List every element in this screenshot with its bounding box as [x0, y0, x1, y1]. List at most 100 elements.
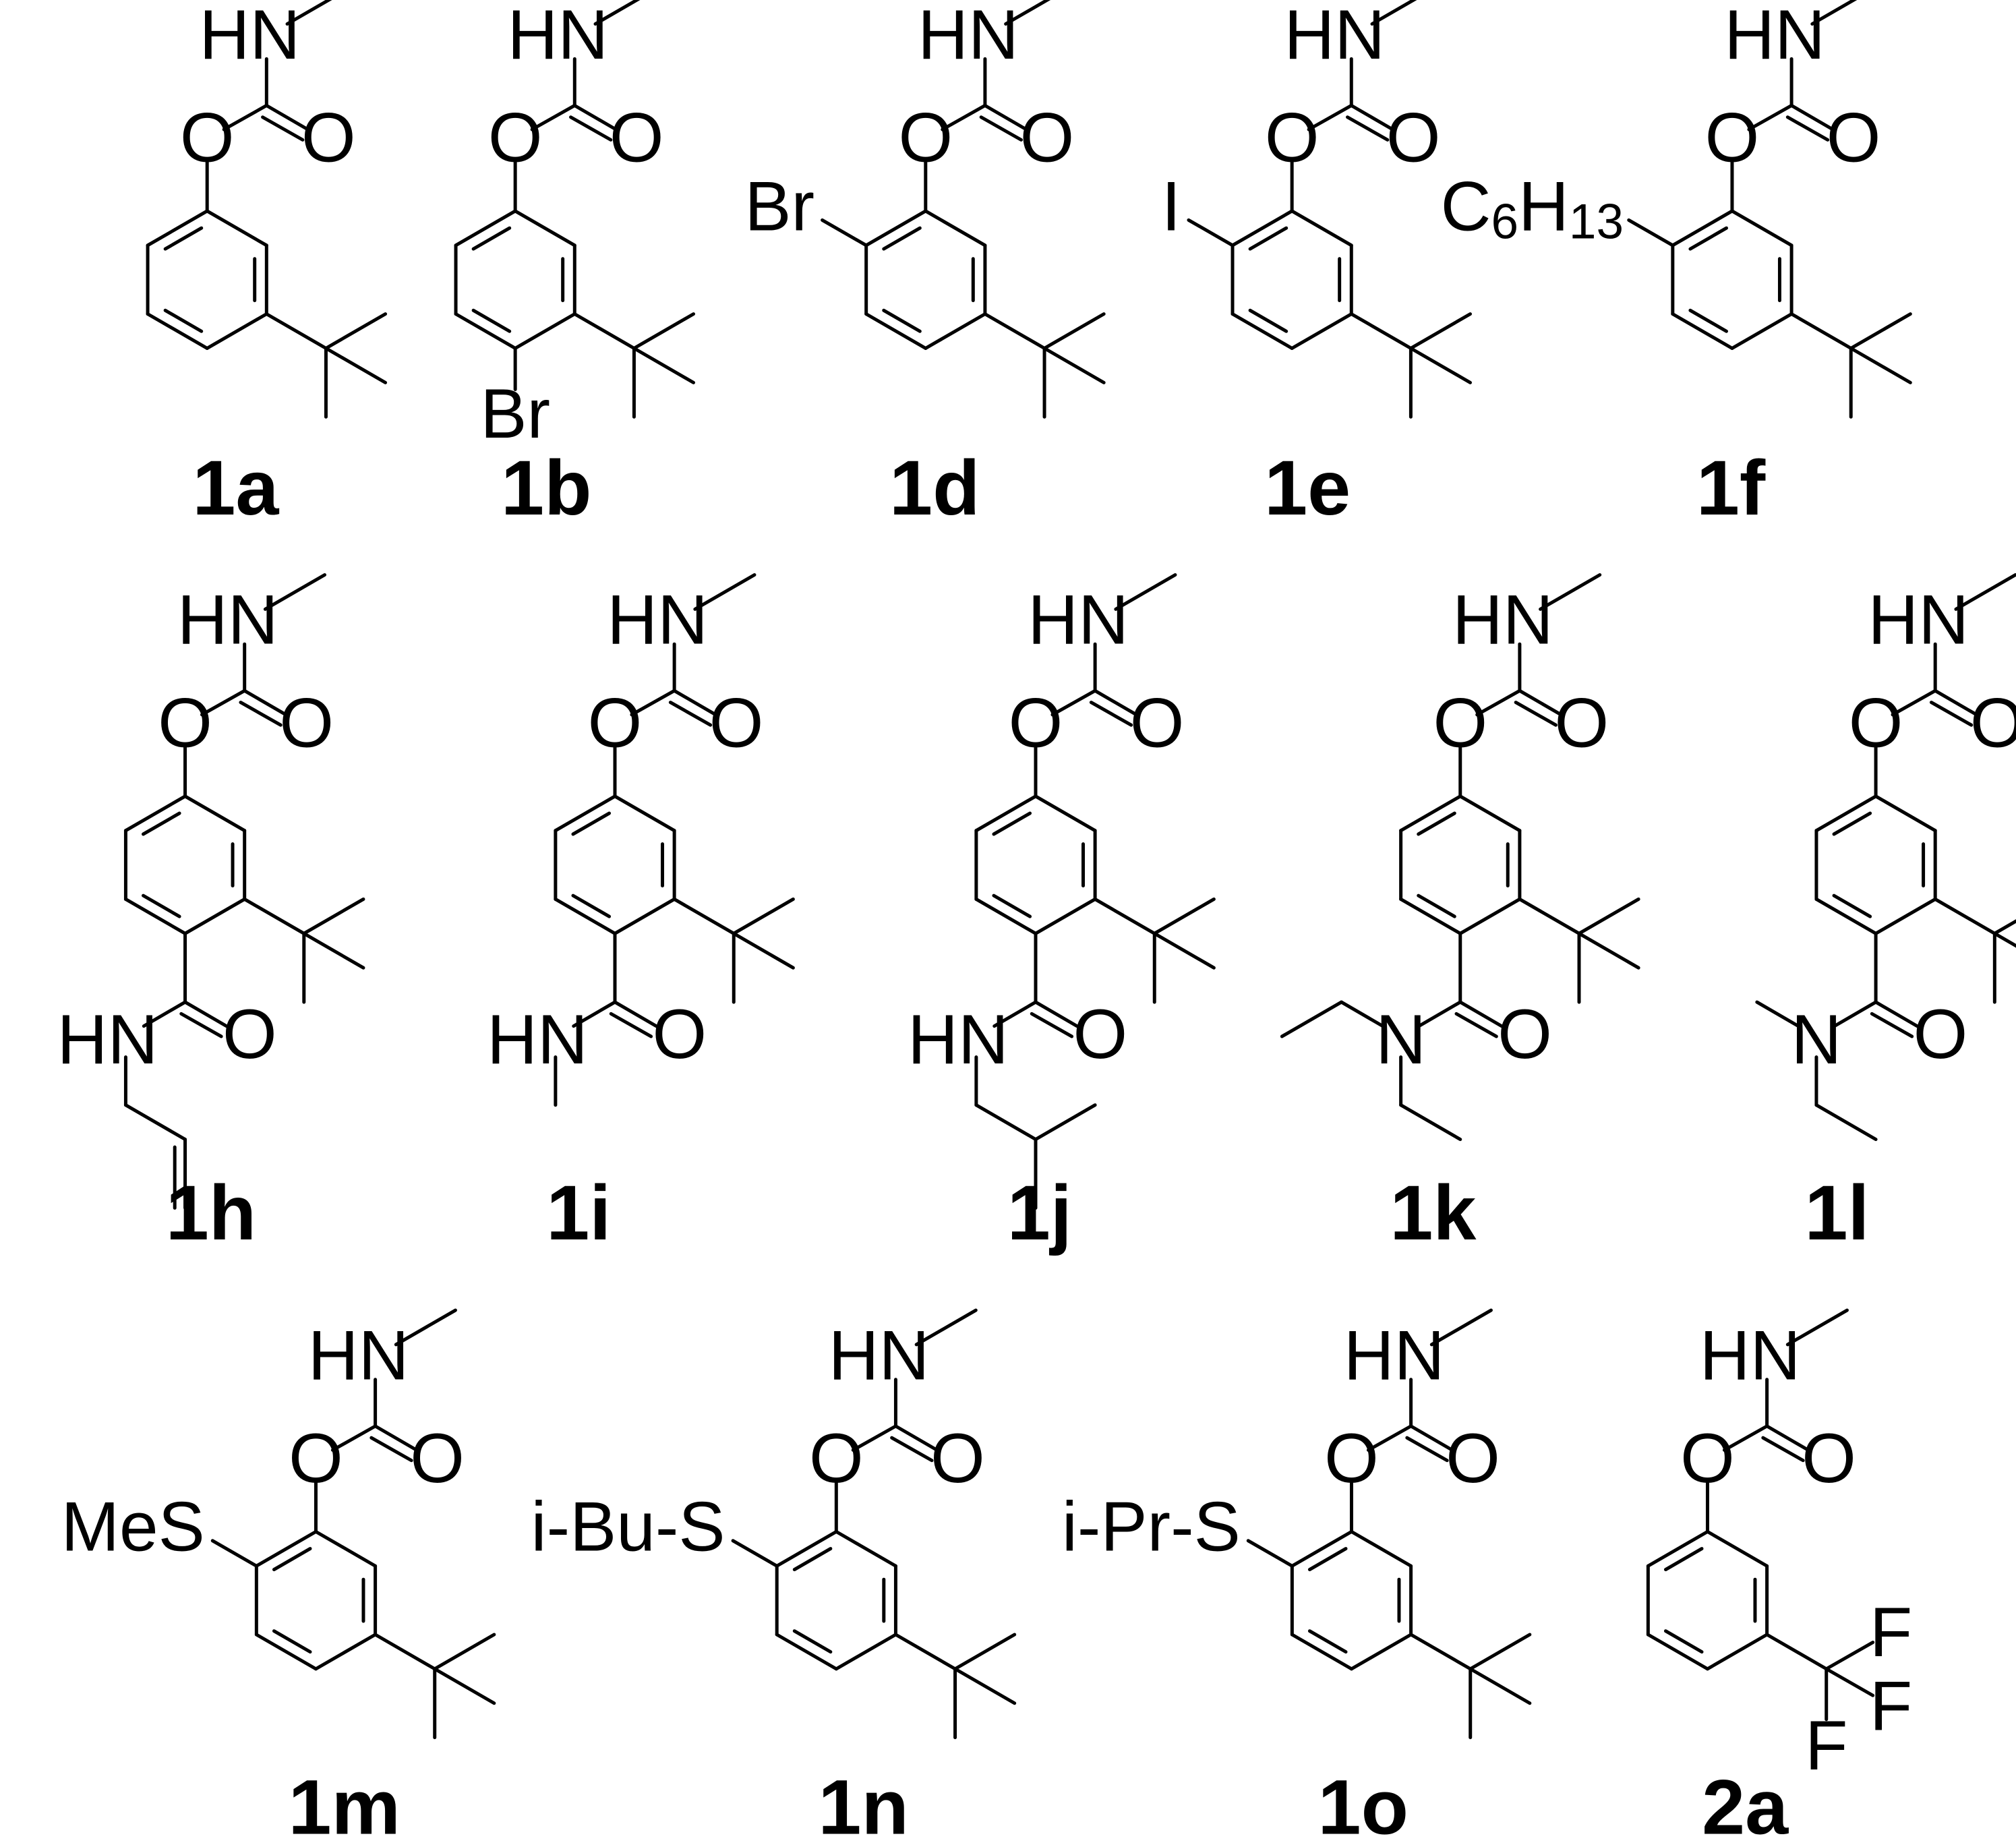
- bond-c-o: [1409, 1424, 1454, 1452]
- ring-bond: [1458, 897, 1522, 935]
- bond-c-o: [672, 688, 717, 717]
- bond-c-o-double: [1346, 115, 1390, 142]
- bond-tbu: [1789, 312, 1853, 350]
- ring-bond: [1646, 1529, 1709, 1568]
- bond-ortho: [1187, 218, 1235, 247]
- bond-tbu: [893, 1633, 957, 1671]
- ring-bond: [1034, 794, 1097, 833]
- fluorine: F: [1805, 1706, 1847, 1784]
- c-f-bond: [1825, 1641, 1875, 1671]
- ring-double-bond: [163, 226, 204, 251]
- bond-c-o: [1789, 103, 1835, 131]
- ester-oxygen: O: [1009, 683, 1063, 761]
- ring-double-bond: [992, 811, 1032, 836]
- n-ethyl: [1340, 1000, 1385, 1028]
- amide-c-n: [1833, 1000, 1878, 1028]
- ester-oxygen: O: [158, 683, 212, 761]
- carbamate-nh: HN: [507, 0, 608, 74]
- bond-n-methyl: [1785, 1308, 1849, 1347]
- ring-bond: [974, 794, 1038, 833]
- carbamate-nh: HN: [1700, 1316, 1801, 1394]
- tbu-methyl: [1469, 1667, 1532, 1705]
- bond-n-methyl: [1004, 0, 1051, 26]
- ring-bond: [1349, 1633, 1413, 1671]
- tbu-methyl: [1042, 312, 1106, 350]
- isobutyl-bond: [974, 1103, 1038, 1142]
- ring-bond: [454, 209, 517, 247]
- ring-double-bond: [882, 226, 922, 251]
- ester-oxygen: O: [1265, 98, 1320, 177]
- amide-oxygen: O: [652, 995, 707, 1073]
- compound-label: 1m: [288, 1764, 400, 1847]
- tbu-methyl: [1992, 931, 2016, 948]
- ring-double-bond: [1688, 226, 1728, 251]
- carbamate-nh: HN: [607, 581, 708, 659]
- ring-double-bond: [471, 308, 512, 333]
- n-methyl: [1755, 1000, 1800, 1028]
- ester-oxygen: O: [1433, 683, 1487, 761]
- bond-tbu: [572, 312, 636, 350]
- carbamate-nh: HN: [1344, 1316, 1445, 1394]
- compound-label: 1i: [546, 1170, 611, 1256]
- bond-ortho: [210, 1539, 258, 1568]
- ring-bond: [1231, 209, 1294, 247]
- amide-nh: HN: [908, 1000, 1009, 1078]
- amide-oxygen: O: [1073, 995, 1127, 1073]
- ring-double-bond: [1248, 308, 1288, 333]
- bond-cf3: [1765, 1633, 1829, 1671]
- ring-double-bond: [1663, 1547, 1704, 1572]
- carbamate-nh: HN: [1284, 0, 1385, 74]
- ring-bond: [1671, 312, 1734, 350]
- carbonyl-oxygen: O: [1970, 683, 2016, 761]
- ring-bond: [924, 312, 987, 350]
- ortho-substituent: i-Pr-S: [1062, 1488, 1241, 1566]
- ring-double-bond: [792, 1629, 833, 1654]
- ester-oxygen: O: [809, 1419, 864, 1497]
- compound-label: 1f: [1696, 445, 1766, 531]
- ring-bond: [123, 794, 187, 833]
- ring-bond: [254, 1529, 318, 1568]
- compound-label: 1j: [1007, 1170, 1072, 1256]
- ring-bond: [146, 312, 209, 350]
- bond-c-o-double: [1405, 1436, 1449, 1463]
- ring-bond: [314, 1529, 378, 1568]
- amide-c-o-double: [1870, 1012, 1914, 1038]
- ring-bond: [1730, 312, 1793, 350]
- ring-bond: [834, 1529, 897, 1568]
- carbonyl-oxygen: O: [1130, 683, 1185, 761]
- bond-c-o-double: [1514, 701, 1558, 727]
- amide-c-o-double: [1030, 1012, 1074, 1038]
- tbu-methyl: [1469, 1633, 1532, 1671]
- amide-c-n: [142, 1000, 187, 1028]
- ring-bond: [254, 1633, 318, 1671]
- carbonyl-oxygen: O: [1555, 683, 1609, 761]
- ring-bond: [775, 1633, 838, 1671]
- bond-o-c: [851, 1424, 897, 1452]
- ring-double-bond: [471, 226, 512, 251]
- carbonyl-oxygen: O: [1386, 98, 1441, 177]
- ring-bond: [1349, 1529, 1413, 1568]
- bond-o-c: [330, 1424, 378, 1452]
- ester-oxygen: O: [180, 98, 235, 177]
- ortho-substituent: i-Bu-S: [531, 1488, 725, 1566]
- n-ethyl: [1814, 1103, 1878, 1142]
- ring-bond: [864, 209, 928, 247]
- allyl-bond: [123, 1103, 187, 1142]
- amide-oxygen: O: [223, 995, 277, 1073]
- ring-bond: [513, 312, 576, 350]
- compound-label: 1e: [1264, 445, 1351, 531]
- amide-c-n: [1417, 1000, 1462, 1028]
- ring-bond: [1231, 312, 1294, 350]
- tbu-methyl: [732, 931, 795, 970]
- bond-n-methyl: [1114, 573, 1177, 611]
- ring-bond: [1034, 897, 1097, 935]
- amide-oxygen: O: [1914, 995, 1968, 1073]
- carbamate-nh: HN: [918, 0, 1019, 74]
- tbu-methyl: [302, 897, 365, 935]
- tbu-methyl: [632, 312, 696, 350]
- ring-bond: [613, 897, 676, 935]
- ring-bond: [1705, 1633, 1769, 1671]
